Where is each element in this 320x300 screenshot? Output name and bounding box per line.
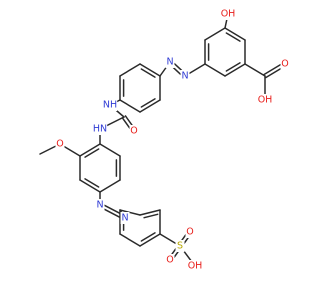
azo-nitrogen-label: N [181,71,188,82]
double-bond [140,68,156,78]
azo-nitrogen-label-bg [180,70,190,82]
single-bond [119,63,141,77]
single-bond [119,209,141,216]
double-bond [139,209,161,216]
sulfur-label: S [177,241,183,252]
sulfonyl-oxygen-label: O [186,227,193,238]
sulfonyl-oxygen-label-bg [185,226,195,238]
azo-nitrogen-label-bg [120,212,130,224]
double-bond [79,143,101,157]
azo-nitrogen-label-bg [165,56,175,68]
carbonyl-oxygen-label: O [281,59,288,70]
double-bond [84,148,100,158]
double-bond [225,32,241,42]
urea-oxygen-label-bg [129,125,139,137]
hn-label: HN [93,124,107,135]
nh-label-bg [102,99,118,111]
double-bond [140,232,156,242]
bond-lines [39,13,287,267]
double-bond [79,179,101,193]
azo-nitrogen-label: N [96,200,103,211]
oh-label: OH [221,9,236,20]
double-bond [224,27,246,41]
sulfonyl-oxygen-label-bg [165,254,175,266]
single-bond [119,99,141,113]
double-bond [225,62,241,72]
double-bond [139,233,161,247]
carbonyl-oxygen-label-bg [280,58,290,70]
hn-label-bg [92,123,108,135]
sulfur-label-bg [175,240,185,252]
single-bond [204,63,226,77]
double-bond [84,178,100,188]
oh-label-bg [220,8,236,20]
double-bond [139,63,161,77]
sulfonic-oh-label-bg [187,260,203,272]
double-bond [143,213,159,219]
double-bond [140,98,156,108]
azo-nitrogen-label: N [121,213,128,224]
single-bond [99,143,121,157]
azo-nitrogen-label-bg [95,199,105,211]
single-bond [99,179,121,193]
single-bond [204,27,226,41]
sulfonic-oh-label: OH [188,261,203,272]
double-bond [224,63,246,77]
carboxyl-oh-label-bg [257,94,273,106]
double-bond [139,99,161,113]
single-bond [119,233,141,247]
azo-nitrogen-label: N [166,57,173,68]
methoxy-oxygen-label-bg [55,138,65,150]
methoxy-oxygen-label: O [56,139,63,150]
nh-label: NH [103,100,117,111]
carboxyl-oh-label: OH [258,95,273,106]
sulfonyl-oxygen-label: O [166,255,173,266]
single-bond [244,63,266,77]
urea-oxygen-label: O [130,126,137,137]
